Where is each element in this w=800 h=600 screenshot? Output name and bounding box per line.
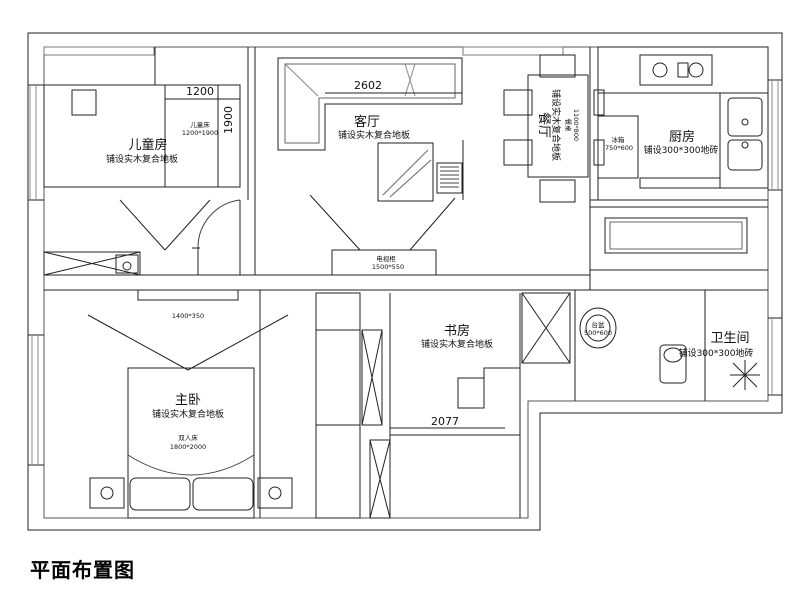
living-room-name: 客厅 (354, 114, 380, 130)
basin-label: 台盆 (592, 320, 606, 329)
tv-cabinet (331, 249, 437, 276)
living-room-floor: 铺设实木复合地板 (338, 129, 410, 141)
basin-size: 500*600 (584, 329, 612, 337)
double-bed (127, 367, 255, 519)
bathroom-name: 卫生间 (710, 331, 749, 346)
coffee-table (377, 142, 434, 202)
children-room-name: 儿童房 (128, 137, 167, 153)
fridge-size: 750*600 (605, 144, 633, 152)
study-wardrobe (315, 292, 361, 519)
fridge (597, 115, 639, 179)
inner-wall-line (43, 46, 769, 519)
living-dim-sofa: 2602 (354, 79, 382, 92)
fridge-label: 冰箱 (612, 135, 626, 144)
study-dim: 2077 (431, 415, 459, 428)
dining-room-floor: 铺设实木复合地板 (550, 89, 562, 161)
wash-basin (579, 307, 617, 349)
dining-table-size: 1100*800 (572, 109, 580, 141)
children-dim-height: 1900 (222, 106, 235, 134)
children-bed-label: 儿童床 (190, 120, 210, 129)
plan-caption: 平面布置图 (30, 558, 135, 582)
children-bed-size: 1200*1900 (182, 129, 218, 137)
kitchen-counter (597, 46, 769, 94)
double-bed-label: 双人床 (178, 433, 198, 442)
floor-plan: 1200 1900 儿童床 1200*1900 儿童房 铺设实木复合地板 260… (27, 32, 783, 531)
tv-cabinet-size: 1500*550 (372, 263, 404, 271)
master-room-floor: 铺设实木复合地板 (152, 408, 224, 420)
dining-room-name: 餐厅 (536, 112, 552, 138)
master-room-name: 主卧 (175, 393, 201, 408)
kitchen-floor: 铺设300*300地砖 (644, 144, 719, 156)
study-floor: 铺设实木复合地板 (421, 338, 493, 350)
dining-table-label: 餐桌 (564, 119, 573, 133)
master-cabinet-size: 1400*350 (172, 312, 204, 320)
children-room-floor: 铺设实木复合地板 (106, 153, 178, 165)
living-sofa (277, 57, 463, 151)
children-dim-width: 1200 (186, 85, 214, 98)
dining-table (527, 74, 589, 178)
bathroom-floor: 铺设300*300地砖 (679, 347, 754, 359)
master-cabinet (137, 289, 239, 301)
outer-wall (27, 32, 783, 531)
tv-cabinet-label: 电视柜 (376, 254, 396, 263)
kitchen-name: 厨房 (669, 129, 695, 145)
study-name: 书房 (444, 323, 470, 339)
double-bed-size: 1800*2000 (170, 443, 206, 451)
children-wardrobe (43, 251, 141, 276)
